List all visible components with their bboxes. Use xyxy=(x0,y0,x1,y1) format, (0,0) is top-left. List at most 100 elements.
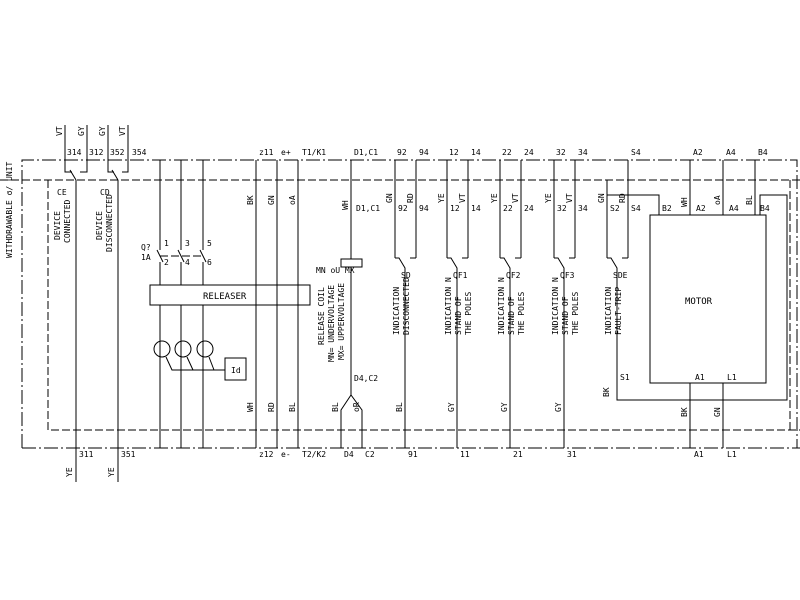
ce-wire-bottom: YE xyxy=(65,467,74,477)
terminal-inner-a: 92 xyxy=(398,204,408,213)
motor-bottom-1: L1 xyxy=(727,450,737,459)
coil-wire-bottom-1: oR xyxy=(352,402,361,412)
coil-type: MN oU MX xyxy=(316,266,355,275)
contact-desc2: STAND OF xyxy=(561,296,570,335)
terminal-bottom: S1 xyxy=(620,373,630,382)
cd-desc2: DISCONNECTED xyxy=(105,194,114,252)
pole-bottom-2: 2 xyxy=(164,258,169,267)
wire-bottom-label: GY xyxy=(447,402,456,412)
contact-switch xyxy=(395,257,406,448)
cd-terminal-top-a: 352 xyxy=(110,148,125,157)
supply-wire-bottom-1: RD xyxy=(267,402,276,412)
contact-desc3: THE POLES xyxy=(571,291,580,335)
wire-top-a: YE xyxy=(490,193,499,203)
motor-wire-top-0: WH xyxy=(680,197,689,207)
supply-wire-top-2: oA xyxy=(288,195,297,205)
supply-bottom-2: T2/K2 xyxy=(302,450,326,459)
terminal-inner-a: S2 xyxy=(610,204,620,213)
contact-code: QF2 xyxy=(506,271,521,280)
ce-desc1: DEVICE xyxy=(53,211,62,240)
terminal-top-a: 22 xyxy=(502,148,512,157)
terminal-bottom: 21 xyxy=(513,450,523,459)
motor-inner-top-0: B2 xyxy=(662,204,672,213)
contact-switch xyxy=(447,257,458,448)
contact-desc3: THE POLES xyxy=(517,291,526,335)
coil-desc2: MN= UNDERVOLTAGE xyxy=(327,285,336,362)
terminal-top-b: 14 xyxy=(471,148,481,157)
wire-top-a: YE xyxy=(437,193,446,203)
releaser-box xyxy=(149,284,311,306)
supply-wire-bottom-0: WH xyxy=(246,402,255,412)
wire-top-a: GN xyxy=(597,193,606,203)
terminal-inner-a: 12 xyxy=(450,204,460,213)
supply-wire-bottom-2: BL xyxy=(288,402,297,412)
release-coil xyxy=(340,160,363,448)
coil-desc1: RELEASE COIL xyxy=(317,287,326,345)
wire-top-a: GN xyxy=(385,193,394,203)
pole-bottom-4: 4 xyxy=(185,258,190,267)
wire-bottom-label: BK xyxy=(602,387,611,397)
motor-top-0: A2 xyxy=(693,148,703,157)
supply-bottom-1: e- xyxy=(281,450,291,459)
terminal-inner-b: 34 xyxy=(578,204,588,213)
contact-code: QF3 xyxy=(560,271,575,280)
coil-inner-top: D1,C1 xyxy=(356,204,380,213)
wire-top-b: RD xyxy=(618,193,627,203)
terminal-inner-a: 32 xyxy=(557,204,567,213)
motor-wiring xyxy=(606,160,788,448)
terminal-inner-b: 14 xyxy=(471,204,481,213)
coil-bottom-1: C2 xyxy=(365,450,375,459)
terminal-inner-a: 22 xyxy=(503,204,513,213)
withdrawable-unit-frame xyxy=(0,159,800,449)
terminal-bottom: 31 xyxy=(567,450,577,459)
pole-bottom-6: 6 xyxy=(207,258,212,267)
terminal-top-b: S4 xyxy=(631,148,641,157)
motor-wire-bottom-0: BK xyxy=(680,407,689,417)
contact-desc2: STAND OF xyxy=(454,296,463,335)
coil-bottom-0: D4 xyxy=(344,450,354,459)
releaser-ref1: Q? xyxy=(141,243,151,252)
pole-top-5: 5 xyxy=(207,239,212,248)
coil-wire-top: WH xyxy=(341,200,350,210)
motor-bottom-0: A1 xyxy=(694,450,704,459)
ce-desc2: CONNECTED xyxy=(63,199,72,243)
coil-terminal-top: D1,C1 xyxy=(354,148,378,157)
motor-top-2: B4 xyxy=(758,148,768,157)
releaser-ref2: 1A xyxy=(141,253,151,262)
contact-switch xyxy=(607,257,618,392)
contact-desc3: THE POLES xyxy=(464,291,473,335)
ce-wire-top-b: GY xyxy=(77,126,86,136)
contact-switch xyxy=(500,257,511,448)
motor-wire-bottom-1: GN xyxy=(713,407,722,417)
motor-top-1: A4 xyxy=(726,148,736,157)
motor-wire-top-2: BL xyxy=(745,195,754,205)
wire-top-b: RD xyxy=(406,193,415,203)
supply-wires xyxy=(255,160,299,448)
ce-code: CE xyxy=(57,188,67,197)
cd-wire-bottom: YE xyxy=(107,467,116,477)
wire-bottom-label: BL xyxy=(395,402,404,412)
contact-desc1: INDICATION N xyxy=(551,277,560,335)
pole-top-3: 3 xyxy=(185,239,190,248)
cd-desc1: DEVICE xyxy=(95,211,104,240)
contact-desc1: INDICATION N xyxy=(497,277,506,335)
motor-inner-top-2: A4 xyxy=(729,204,739,213)
contact-desc2: DISCONNECTED xyxy=(402,277,411,335)
contact-desc1: INDICATION N xyxy=(444,277,453,335)
ce-terminal-top-a: 314 xyxy=(67,148,82,157)
contact-code: SDE xyxy=(613,271,628,280)
motor-label: MOTOR xyxy=(685,297,713,307)
ce-terminal-top-b: 312 xyxy=(89,148,104,157)
ce-wire-top-a: VT xyxy=(55,126,64,136)
contact-desc1: INDICATION xyxy=(604,287,613,335)
supply-top-0: z11 xyxy=(259,148,274,157)
terminal-top-a: 12 xyxy=(449,148,459,157)
wire-top-a: YE xyxy=(544,193,553,203)
coil-split: D4,C2 xyxy=(354,374,378,383)
ce-terminal-bottom: 311 xyxy=(79,450,94,459)
terminal-bottom: 11 xyxy=(460,450,470,459)
cd-terminal-top-b: 354 xyxy=(132,148,147,157)
supply-top-2: T1/K1 xyxy=(302,148,326,157)
coil-wire-bottom-0: BL xyxy=(331,402,340,412)
